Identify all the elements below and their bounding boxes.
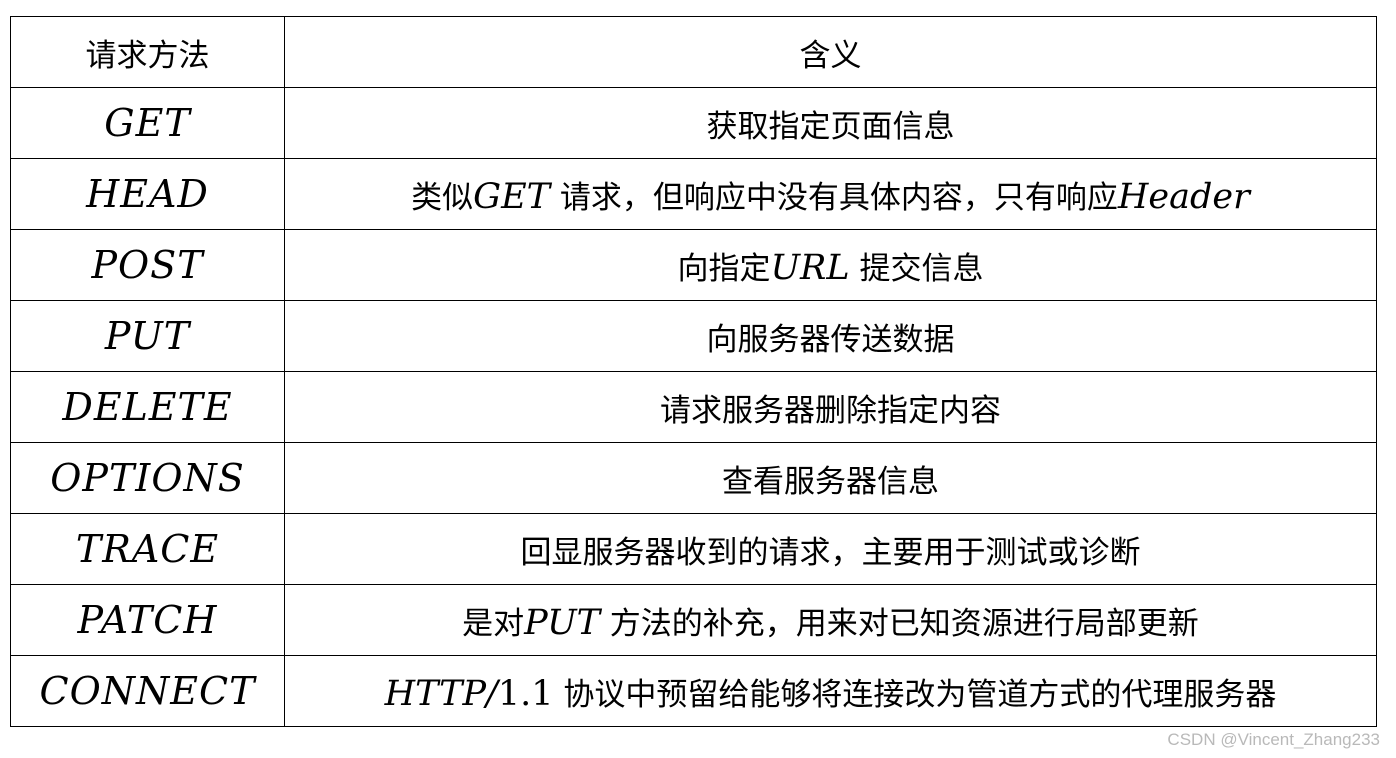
- meaning-text: 请求，但响应中没有具体内容，只有响应: [550, 179, 1118, 216]
- method-cell: GET: [10, 87, 285, 159]
- math-term: PUT: [524, 602, 600, 643]
- meaning-cell: 查看服务器信息: [284, 442, 1377, 514]
- meaning-text: 回显服务器收到的请求，主要用于测试或诊断: [520, 534, 1141, 571]
- method-cell: OPTIONS: [10, 442, 285, 514]
- table-row: PUT 向服务器传送数据: [10, 300, 1377, 372]
- meaning-text: 类似: [411, 179, 474, 216]
- meaning-column-header: 含义: [284, 16, 1377, 88]
- math-term: GET: [473, 176, 551, 217]
- meaning-cell: 向指定URL 提交信息: [284, 229, 1377, 301]
- header-row: 请求方法 含义: [10, 16, 1377, 88]
- meaning-cell: 请求服务器删除指定内容: [284, 371, 1377, 443]
- meaning-cell: 获取指定页面信息: [284, 87, 1377, 159]
- meaning-cell: 向服务器传送数据: [284, 300, 1377, 372]
- method-cell: PATCH: [10, 584, 285, 656]
- table-row: TRACE 回显服务器收到的请求，主要用于测试或诊断: [10, 513, 1377, 585]
- method-cell: DELETE: [10, 371, 285, 443]
- method-cell: CONNECT: [10, 655, 285, 727]
- meaning-cell: 回显服务器收到的请求，主要用于测试或诊断: [284, 513, 1377, 585]
- method-cell: PUT: [10, 300, 285, 372]
- math-term: HTTP/: [384, 673, 498, 714]
- table-row: OPTIONS 查看服务器信息: [10, 442, 1377, 514]
- meaning-text: 请求服务器删除指定内容: [660, 392, 1001, 429]
- meaning-text: 向服务器传送数据: [706, 321, 955, 358]
- meaning-text: 提交信息: [849, 250, 984, 287]
- method-column-header: 请求方法: [10, 16, 285, 88]
- math-term: Header: [1117, 176, 1250, 217]
- meaning-cell: 是对PUT 方法的补充，用来对已知资源进行局部更新: [284, 584, 1377, 656]
- meaning-text: 是对: [462, 605, 525, 642]
- method-cell: HEAD: [10, 158, 285, 230]
- meaning-text: 向指定: [677, 250, 771, 287]
- version-number: 1.1: [497, 673, 554, 714]
- table-row: GET 获取指定页面信息: [10, 87, 1377, 159]
- meaning-text: 协议中预留给能够将连接改为管道方式的代理服务器: [553, 676, 1277, 713]
- method-cell: POST: [10, 229, 285, 301]
- meaning-cell: HTTP/1.1 协议中预留给能够将连接改为管道方式的代理服务器: [284, 655, 1377, 727]
- math-term: URL: [770, 247, 850, 288]
- watermark: CSDN @Vincent_Zhang233: [1167, 730, 1380, 749]
- meaning-text: 方法的补充，用来对已知资源进行局部更新: [599, 605, 1199, 642]
- method-cell: TRACE: [10, 513, 285, 585]
- table-row: DELETE 请求服务器删除指定内容: [10, 371, 1377, 443]
- meaning-text: 获取指定页面信息: [706, 108, 955, 145]
- meaning-cell: 类似GET 请求，但响应中没有具体内容，只有响应Header: [284, 158, 1377, 230]
- meaning-text: 查看服务器信息: [722, 463, 939, 500]
